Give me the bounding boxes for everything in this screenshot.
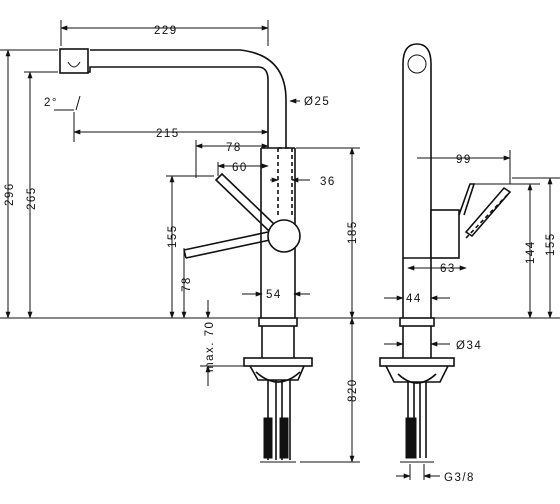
dim-overall-reach: 229 <box>154 25 178 37</box>
dim-base-width-front: 54 <box>266 289 282 301</box>
side-mounting-plate <box>379 357 455 367</box>
mounting-plate <box>243 357 313 367</box>
dim-side-height: 155 <box>545 232 557 256</box>
side-lever <box>464 186 512 238</box>
dim-lever-height: 78 <box>181 276 193 292</box>
dim-spout-reach: 215 <box>156 128 180 140</box>
front-dimensions: 229 215 2° Ø25 78 60 36 296 265 18 <box>0 20 360 463</box>
dim-side-reach: 99 <box>456 154 472 166</box>
dim-max-deck-thickness: max. 70 <box>204 321 216 372</box>
side-dimensions: 99 144 155 63 44 Ø34 G3/8 <box>384 150 560 484</box>
dim-spout-diameter: Ø25 <box>304 96 330 108</box>
dim-lever-reach: 60 <box>232 162 248 174</box>
dim-installation-depth: 820 <box>347 378 359 402</box>
lever-lower-position <box>183 231 271 259</box>
aerator <box>59 48 89 74</box>
side-spout <box>402 43 432 259</box>
lever <box>214 172 277 233</box>
dim-base-width-side: 44 <box>406 293 422 305</box>
dim-lever-offset: 36 <box>320 176 336 188</box>
dim-handle-reach: 78 <box>226 142 242 154</box>
dim-side-offset: 63 <box>440 263 456 275</box>
dim-outlet-height: 265 <box>26 186 38 210</box>
spout-outline <box>60 49 287 148</box>
side-handle-block <box>430 209 460 259</box>
dim-outlet-angle: 2° <box>44 97 58 109</box>
lever-alternate-position <box>277 148 293 215</box>
dim-thread: G3/8 <box>444 472 475 484</box>
dim-shank-diameter: Ø34 <box>456 340 482 352</box>
lever-hub <box>267 219 301 253</box>
dim-side-handle-height: 144 <box>525 240 537 264</box>
front-view <box>0 48 560 463</box>
dim-overall-height: 296 <box>4 182 16 206</box>
dim-body-height: 185 <box>347 220 359 244</box>
dim-handle-height: 155 <box>167 224 179 248</box>
side-view <box>379 43 512 463</box>
